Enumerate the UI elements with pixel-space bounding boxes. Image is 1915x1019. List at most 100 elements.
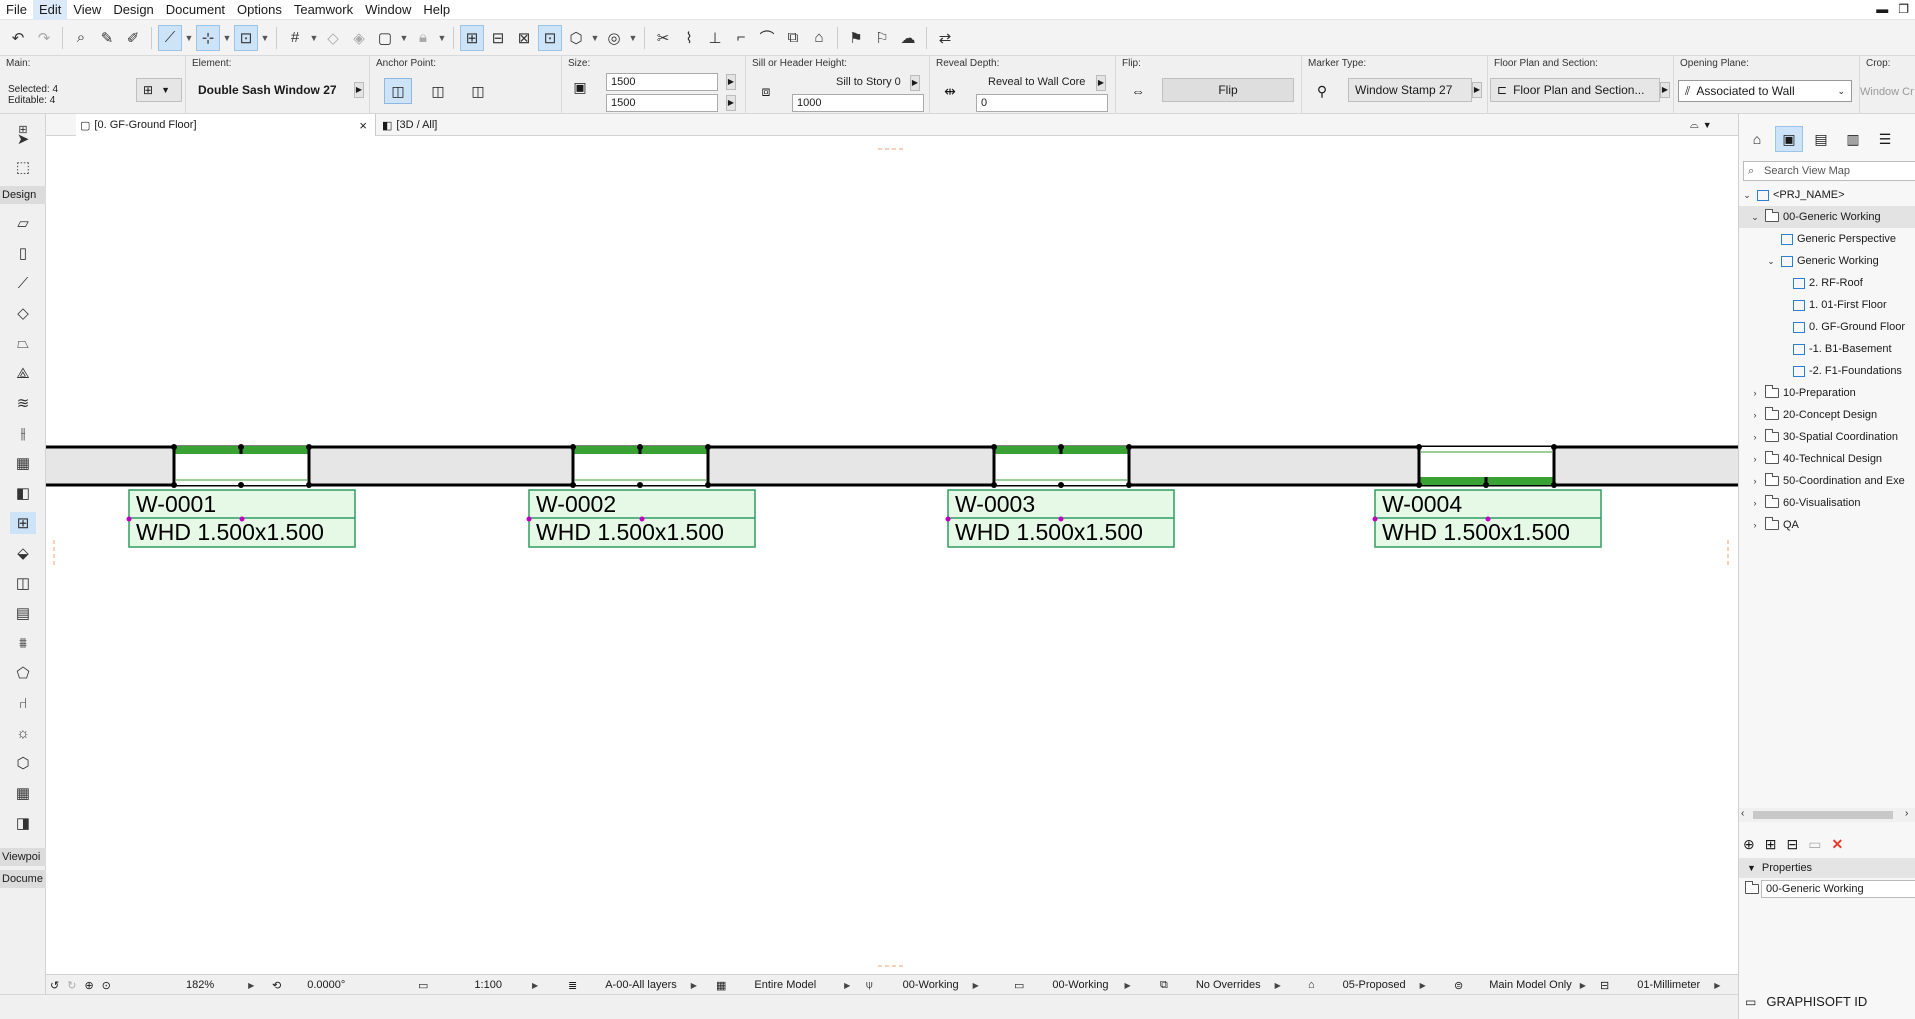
door-tool-icon[interactable]: ◧ xyxy=(15,485,31,502)
menu-document[interactable]: Document xyxy=(165,1,226,17)
toolbox-design-header[interactable]: Design xyxy=(0,186,46,204)
tab-ground-floor[interactable]: ▢ [0. GF-Ground Floor] × xyxy=(76,114,376,136)
tab-3d-all[interactable]: ◧ [3D / All] xyxy=(378,114,578,136)
chevron-down-icon[interactable]: ▼ xyxy=(260,32,270,43)
toolbox-viewpoint-header[interactable]: Viewpoi xyxy=(0,848,46,866)
anchor-center-icon[interactable]: ◫ xyxy=(384,78,412,104)
element-transfer-icon[interactable]: ◎ xyxy=(607,29,621,47)
chevron-down-icon[interactable]: ▼ xyxy=(222,32,232,43)
window-label-w-0004[interactable]: W-0004 WHD 1.500x1.500 xyxy=(1372,489,1602,548)
chevron-right-icon[interactable]: › xyxy=(1753,498,1757,508)
chevron-right-icon[interactable]: ▶ xyxy=(354,82,364,98)
opening-tool-icon[interactable]: ◫ xyxy=(15,575,31,592)
menu-teamwork[interactable]: Teamwork xyxy=(293,1,354,17)
arrow-tool-icon[interactable]: ➤ xyxy=(16,131,30,148)
chevron-down-icon[interactable]: ⌄ xyxy=(1767,255,1775,266)
zone-tool-icon[interactable]: ▤ xyxy=(15,605,31,622)
layout-book-icon[interactable]: ▤ xyxy=(1814,130,1828,147)
layer-combination-icon[interactable]: ▢ xyxy=(377,29,393,47)
restore-icon[interactable]: ❐ xyxy=(1898,2,1909,16)
find-select-icon[interactable]: ⌕ xyxy=(76,29,86,46)
width-input[interactable]: 1500 xyxy=(606,73,718,91)
menu-edit[interactable]: Edit xyxy=(32,0,68,20)
height-input[interactable]: 1500 xyxy=(606,94,718,112)
chevron-right-icon[interactable]: ▶ xyxy=(726,95,736,111)
marquee-tool-icon[interactable]: ⬚ xyxy=(15,159,31,176)
chevron-down-icon[interactable]: ⌄ xyxy=(1743,189,1751,200)
show-selection-icon[interactable]: ⊞ xyxy=(460,24,484,51)
chevron-right-icon[interactable]: › xyxy=(1753,476,1757,486)
chevron-right-icon[interactable]: ▶ xyxy=(1096,75,1106,91)
sill-mode[interactable]: Sill to Story 0 xyxy=(836,76,901,88)
trace-reference-icon[interactable]: ◈ xyxy=(353,29,365,47)
new-view-icon[interactable]: ⊕ xyxy=(1743,835,1755,852)
zoom-reset-icon[interactable]: ↺ xyxy=(50,979,60,992)
window-w-0001[interactable] xyxy=(171,444,312,488)
tree-folder-visualisation[interactable]: ›60-Visualisation xyxy=(1749,492,1860,514)
roof-icon[interactable]: ⌂ xyxy=(814,29,824,46)
anchor-corner-icon[interactable]: ◫ xyxy=(471,82,485,99)
delete-icon[interactable]: ✕ xyxy=(1831,835,1844,852)
window-label-w-0002[interactable]: W-0002 WHD 1.500x1.500 xyxy=(526,489,756,548)
navigator-horizontal-scrollbar[interactable]: ‹ › xyxy=(1739,808,1915,822)
flip-button[interactable]: Flip xyxy=(1162,78,1294,102)
project-map-icon[interactable]: ⌂ xyxy=(1752,131,1762,147)
rotation-angle[interactable]: ⟲0.0000° xyxy=(272,975,345,995)
snap-guides-icon[interactable]: ⊹ xyxy=(196,24,220,51)
tree-item-generic-working[interactable]: ⌄ Generic Working xyxy=(1765,250,1879,272)
marker-type-select[interactable]: Window Stamp 27 xyxy=(1348,78,1472,102)
gravity-icon[interactable]: ⊡ xyxy=(234,24,258,51)
wall-end-icon[interactable]: ◨ xyxy=(15,815,31,832)
graphic-override-selector[interactable]: ⧉No Overrides▶ xyxy=(1160,975,1281,995)
tree-folder-technical-design[interactable]: ›40-Technical Design xyxy=(1749,448,1882,470)
zoom-in-icon[interactable]: ⊕ xyxy=(84,979,94,992)
window-w-0004[interactable] xyxy=(1416,444,1557,488)
tree-folder-generic-working[interactable]: ⌄ 00-Generic Working xyxy=(1739,206,1915,228)
chevron-right-icon[interactable]: › xyxy=(1753,432,1757,442)
lamp-tool-icon[interactable]: ☼ xyxy=(16,724,30,742)
chevron-right-icon[interactable]: › xyxy=(1753,520,1757,530)
shell-tool-icon[interactable]: ⟁ xyxy=(16,364,30,382)
redo-icon[interactable]: ↷ xyxy=(37,29,51,47)
tree-folder-spatial-coordination[interactable]: ›30-Spatial Coordination xyxy=(1749,426,1898,448)
slab-tool-icon[interactable]: ◇ xyxy=(17,305,29,322)
chevron-left-icon[interactable]: ‹ xyxy=(1741,808,1745,819)
toolbox-document-header[interactable]: Docume xyxy=(0,870,46,888)
sill-value-input[interactable]: 1000 xyxy=(792,94,924,112)
publish-icon[interactable]: ☁ xyxy=(900,29,916,47)
intersect-icon[interactable]: ⌇ xyxy=(685,29,693,47)
zoom-fit-icon[interactable]: ⊙ xyxy=(101,979,111,992)
adjust-icon[interactable]: ⊥ xyxy=(708,29,722,47)
menu-window[interactable]: Window xyxy=(365,1,412,17)
railing-tool-icon[interactable]: ⫲ xyxy=(20,424,26,442)
flag-icon[interactable]: ⚑ xyxy=(849,29,863,47)
chevron-down-icon[interactable]: ▼ xyxy=(437,32,447,43)
curve-icon[interactable]: ⌒ xyxy=(759,30,775,47)
tree-folder-concept-design[interactable]: ›20-Concept Design xyxy=(1749,404,1877,426)
chevron-down-icon[interactable]: ▼ xyxy=(309,32,319,43)
object-3d-icon[interactable]: ⬡ xyxy=(16,755,30,772)
tree-story-ground-floor[interactable]: 0. GF-Ground Floor xyxy=(1793,316,1905,338)
tree-story-basement[interactable]: -1. B1-Basement xyxy=(1793,338,1892,360)
trace-icon[interactable]: ◇ xyxy=(327,29,339,47)
zoom-level[interactable]: 182%▶ xyxy=(186,975,254,995)
skylight-tool-icon[interactable]: ⬙ xyxy=(17,545,29,562)
mesh-tool-icon[interactable]: ⩩ xyxy=(18,634,27,652)
view-map-search[interactable]: ⌕ Search View Map xyxy=(1743,161,1915,181)
structural-display-selector[interactable]: ⊜Main Model Only▶ xyxy=(1454,975,1586,995)
menu-view[interactable]: View xyxy=(73,1,102,17)
anchor-side-icon[interactable]: ◫ xyxy=(431,82,445,99)
chevron-right-icon[interactable]: ▶ xyxy=(910,75,920,91)
menu-file[interactable]: File xyxy=(6,1,27,17)
menu-options[interactable]: Options xyxy=(237,1,282,17)
properties-name-field[interactable]: 00-Generic Working xyxy=(1761,880,1915,898)
properties-header[interactable]: ▼ Properties xyxy=(1739,858,1915,878)
curtain-wall-tool-icon[interactable]: ▦ xyxy=(15,455,31,472)
zoom-next-icon[interactable]: ↻ xyxy=(67,979,77,992)
grid-snap-icon[interactable]: # xyxy=(290,29,300,46)
opening-plane-select[interactable]: ⫽ Associated to Wall ⌄ xyxy=(1678,80,1852,102)
chevron-right-icon[interactable]: ▶ xyxy=(1472,82,1482,98)
chevron-down-icon[interactable]: ▼ xyxy=(628,32,638,43)
object-tool-icon[interactable]: ⑁ xyxy=(18,694,28,712)
floorplan-section-button[interactable]: ⊏ Floor Plan and Section... xyxy=(1490,78,1660,102)
